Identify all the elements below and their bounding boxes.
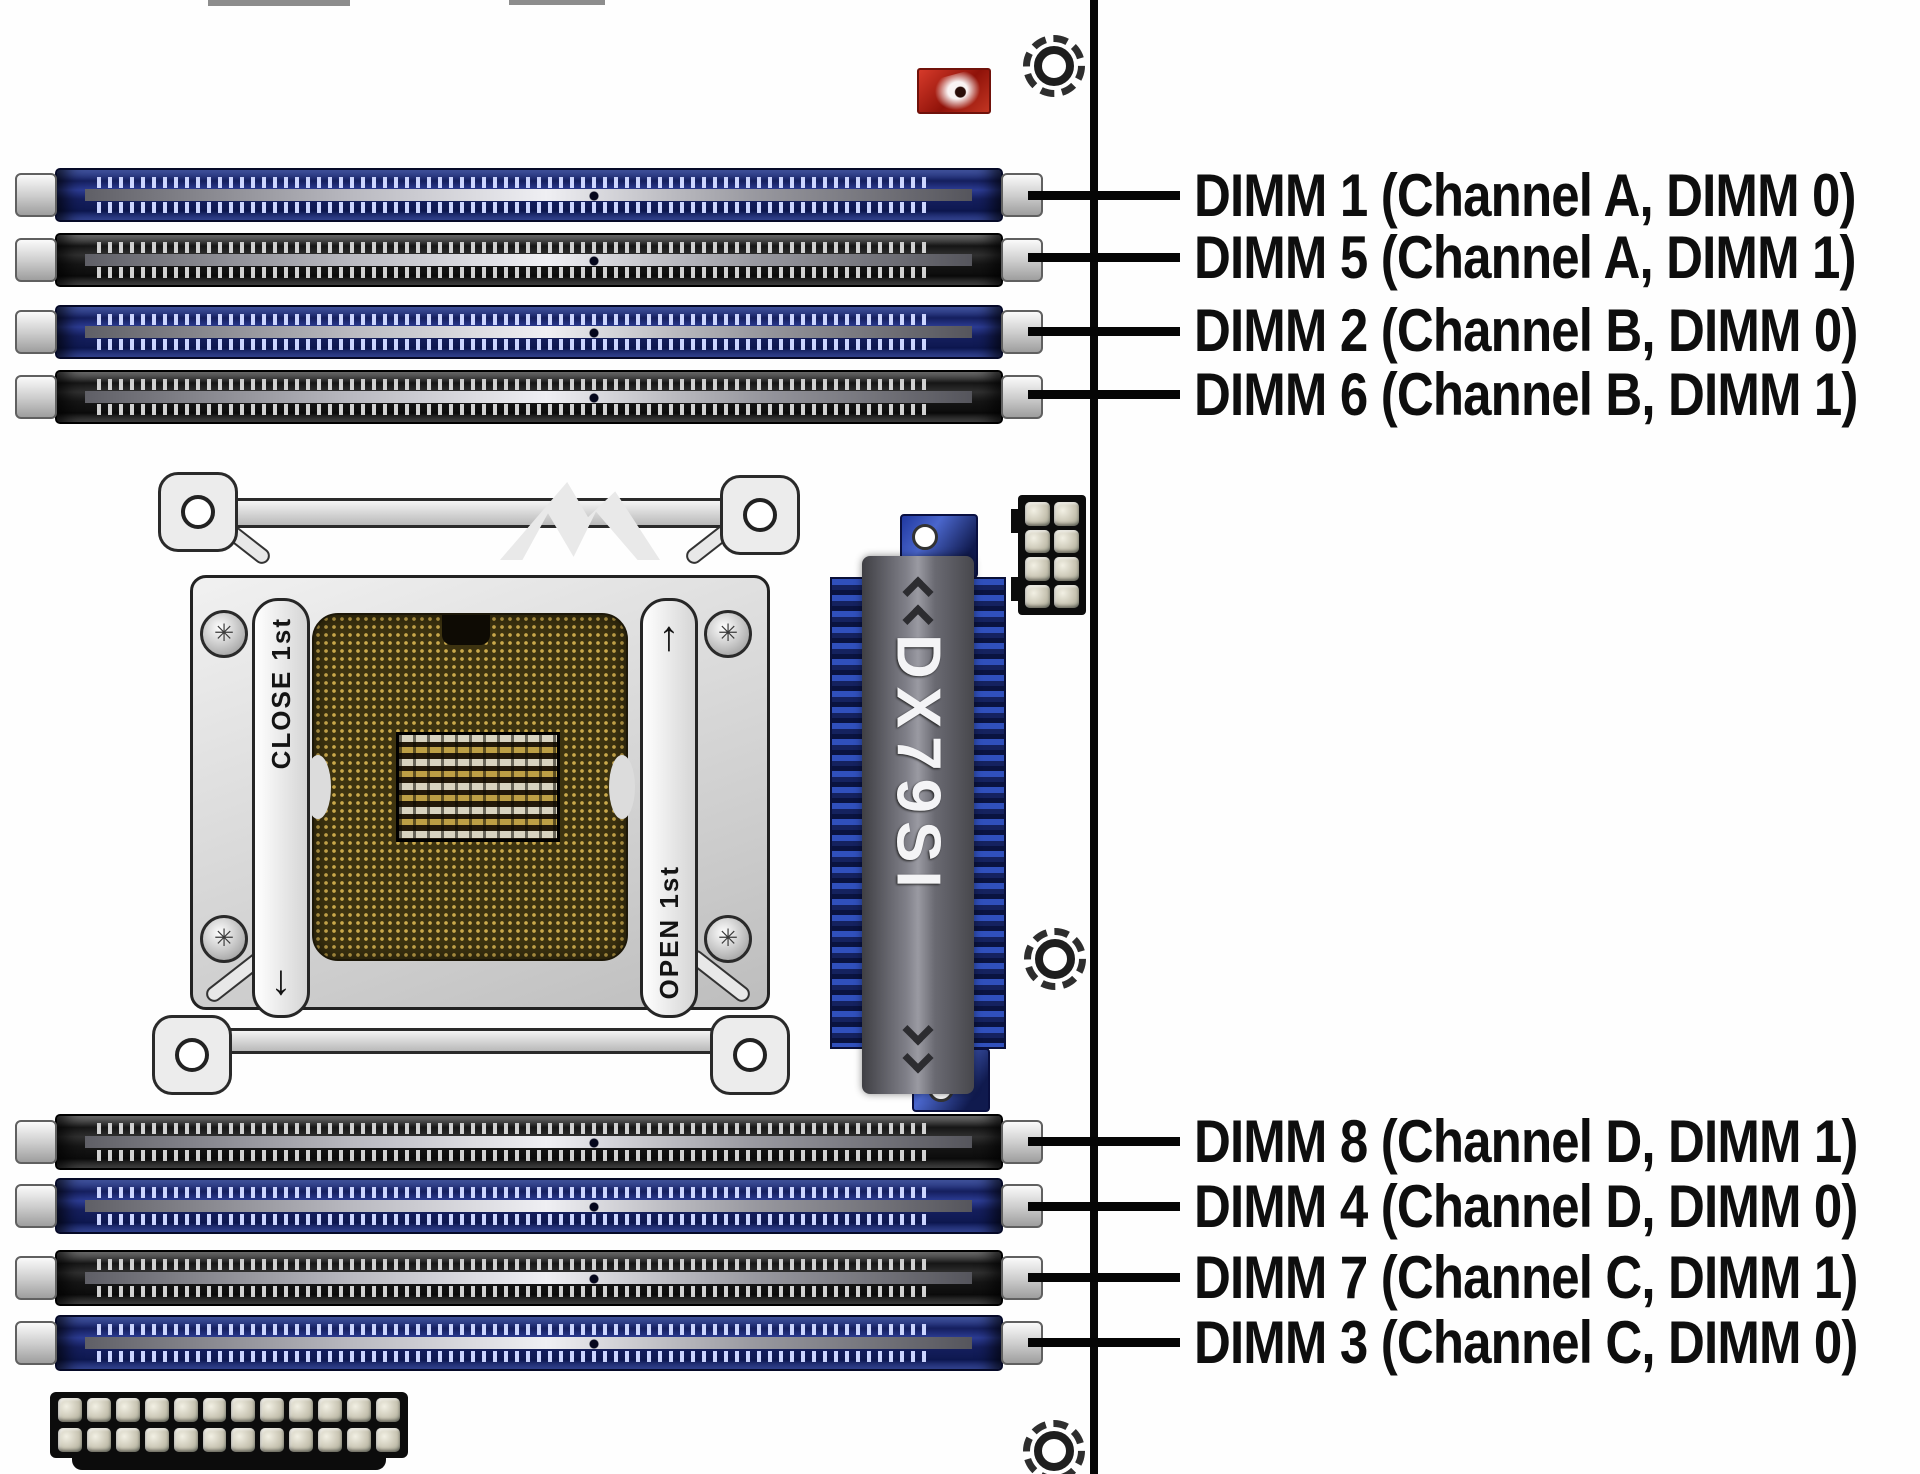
dimm-slot-3: [55, 1315, 1003, 1371]
dimm-label-1: DIMM 1 (Channel A, DIMM 0): [1194, 162, 1857, 229]
torx-screw-icon: [200, 610, 248, 658]
torx-screw-icon: [704, 915, 752, 963]
lga-pin-field: [312, 613, 628, 961]
connector-pin: [318, 1398, 343, 1422]
leader-line-dimm-1: [1028, 191, 1180, 200]
open-first-label: OPEN 1st: [653, 864, 684, 1000]
mount-hole-icon: [733, 1038, 767, 1072]
connector-pin: [144, 1398, 169, 1422]
cpu-socket: CLOSE 1st ↓ ↑ OPEN 1st: [150, 468, 806, 1095]
connector-pin: [173, 1428, 198, 1452]
connector-pin: [1054, 529, 1079, 553]
connector-pin: [231, 1428, 256, 1452]
dimm-slot-8: [55, 1114, 1003, 1170]
connector-pin: [260, 1398, 285, 1422]
dimm-label-3: DIMM 3 (Channel C, DIMM 0): [1194, 1309, 1858, 1376]
connector-pin: [1054, 502, 1079, 526]
mount-hole-icon: [743, 498, 777, 532]
atx-24pin-connector: [50, 1392, 408, 1470]
screw-hole-icon: [1023, 35, 1085, 97]
dimm-slot-7: [55, 1250, 1003, 1306]
connector-pin: [1025, 502, 1050, 526]
screw-hole-icon: [1024, 928, 1086, 990]
leader-line-dimm-3: [1028, 1338, 1180, 1347]
dimm-label-4: DIMM 4 (Channel D, DIMM 0): [1194, 1173, 1858, 1240]
socket-top-rail: [205, 498, 750, 528]
pin-field-notch: [442, 615, 490, 645]
chevron-up-icon: [902, 576, 934, 608]
connector-pin: [58, 1428, 82, 1452]
socket-close-lever: CLOSE 1st ↓: [252, 598, 310, 1018]
top-edge-component-bar: [509, 0, 605, 5]
socket-mount-hole: [158, 472, 238, 552]
socket-open-lever: ↑ OPEN 1st: [640, 598, 698, 1018]
connector-pin: [260, 1428, 285, 1452]
leader-line-dimm-2: [1028, 327, 1180, 336]
heatsink-badge: DX79SI: [862, 556, 974, 1094]
leader-line-dimm-8: [1028, 1137, 1180, 1146]
torx-screw-icon: [704, 610, 752, 658]
socket-mount-hole: [710, 1015, 790, 1095]
leader-line-dimm-7: [1028, 1273, 1180, 1282]
connector-pin: [144, 1428, 169, 1452]
dimm-slot-5: [55, 233, 1003, 287]
connector-pin: [58, 1398, 82, 1422]
connector-pin: [318, 1428, 343, 1452]
close-first-label: CLOSE 1st: [265, 617, 296, 770]
mount-hole-icon: [175, 1038, 209, 1072]
connector-pin: [115, 1428, 140, 1452]
connector-pin: [347, 1428, 372, 1452]
mount-hole-icon: [181, 495, 215, 529]
connector-pin: [376, 1398, 400, 1422]
dimm-slot-1: [55, 168, 1003, 222]
dimm-label-7: DIMM 7 (Channel C, DIMM 1): [1194, 1244, 1858, 1311]
connector-pin: [289, 1428, 314, 1452]
red-logo-icon: [917, 68, 991, 114]
connector-pin: [1054, 557, 1079, 581]
connector-pin: [202, 1428, 227, 1452]
connector-pin: [115, 1398, 140, 1422]
board-model-label: DX79SI: [883, 634, 953, 896]
dimm-label-2: DIMM 2 (Channel B, DIMM 0): [1194, 297, 1858, 364]
connector-pin: [173, 1398, 198, 1422]
cpu-power-8pin-connector: [1011, 495, 1086, 615]
connector-pin: [1025, 557, 1050, 581]
chevron-down-icon: [902, 1014, 934, 1046]
leader-line-dimm-5: [1028, 253, 1180, 262]
connector-pin: [289, 1398, 314, 1422]
socket-bottom-rail: [200, 1028, 755, 1054]
connector-pin: [202, 1398, 227, 1422]
leader-line-dimm-4: [1028, 1202, 1180, 1211]
socket-center-contacts: [396, 732, 560, 842]
dimm-slot-2: [55, 305, 1003, 359]
arrow-down-icon: ↓: [270, 956, 292, 1004]
dimm-label-8: DIMM 8 (Channel D, DIMM 1): [1194, 1108, 1858, 1175]
connector-pin: [1025, 584, 1050, 608]
screw-hole-icon: [1023, 1420, 1085, 1474]
connector-pin: [86, 1398, 111, 1422]
arrow-up-icon: ↑: [658, 612, 680, 659]
connector-pin: [347, 1398, 372, 1422]
connector-pin: [231, 1398, 256, 1422]
dimm-label-6: DIMM 6 (Channel B, DIMM 1): [1194, 361, 1858, 428]
board-edge-line: [1090, 0, 1098, 1474]
leader-line-dimm-6: [1028, 390, 1180, 399]
heatsink-mount-hole-icon: [912, 524, 938, 550]
chevron-up-icon: [902, 604, 934, 636]
dimm-slot-4: [55, 1178, 1003, 1234]
connector-pin: [1054, 584, 1079, 608]
socket-mount-hole: [720, 475, 800, 555]
connector-pin: [1025, 529, 1050, 553]
dimm-label-5: DIMM 5 (Channel A, DIMM 1): [1194, 224, 1857, 291]
torx-screw-icon: [200, 915, 248, 963]
chevron-down-icon: [902, 1042, 934, 1074]
top-edge-component-bar: [208, 0, 350, 6]
connector-pin: [376, 1428, 400, 1452]
connector-pin: [86, 1428, 111, 1452]
dimm-slot-6: [55, 370, 1003, 424]
socket-mount-hole: [152, 1015, 232, 1095]
